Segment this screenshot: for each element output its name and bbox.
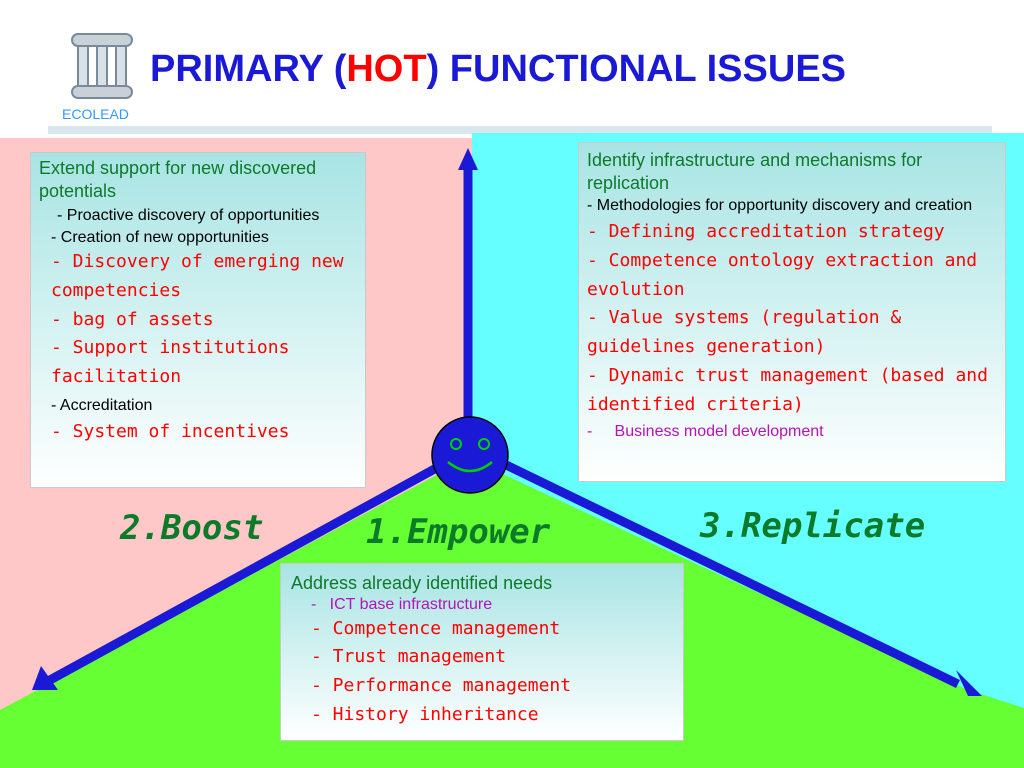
arrow-right-head-icon bbox=[956, 670, 982, 696]
page-title: PRIMARY (HOT) FUNCTIONAL ISSUES bbox=[150, 48, 1020, 91]
header-divider bbox=[48, 126, 992, 134]
replicate-item: - Dynamic trust management (based and id… bbox=[587, 364, 988, 415]
boost-item: - bag of assets bbox=[51, 308, 214, 330]
label-boost: 2.Boost bbox=[120, 508, 264, 548]
arrow-up-head-icon bbox=[458, 148, 478, 170]
logo-text: ECOLEAD bbox=[62, 106, 129, 122]
label-replicate: 3.Replicate bbox=[700, 506, 926, 546]
arrow-right-shaft bbox=[498, 457, 960, 689]
label-empower: 1.Empower bbox=[366, 512, 551, 552]
arrow-left-head-icon bbox=[32, 666, 58, 690]
boost-item: - System of incentives bbox=[51, 420, 290, 442]
replicate-item: - Value systems (regulation & guidelines… bbox=[587, 307, 902, 358]
boost-heading: Extend support for new discovered potent… bbox=[39, 158, 317, 201]
empower-item: - Trust management bbox=[311, 646, 507, 668]
title-part-1: PRIMARY ( bbox=[150, 48, 347, 90]
boost-box: Extend support for new discovered potent… bbox=[30, 152, 366, 488]
boost-item: - Accreditation bbox=[51, 396, 153, 414]
empower-box: Address already identified needs - ICT b… bbox=[280, 563, 684, 741]
replicate-item: - Defining accreditation strategy bbox=[587, 221, 945, 242]
replicate-heading: Identify infrastructure and mechanisms f… bbox=[587, 150, 923, 193]
smiley-face-icon bbox=[431, 416, 509, 494]
empower-item: - Competence management bbox=[311, 617, 561, 639]
replicate-item: - Competence ontology extraction and evo… bbox=[587, 249, 978, 300]
title-part-2: ) FUNCTIONAL ISSUES bbox=[426, 48, 847, 90]
replicate-item: - Methodologies for opportunity discover… bbox=[587, 197, 973, 214]
arrow-left-shaft bbox=[47, 462, 443, 684]
title-hot: HOT bbox=[346, 48, 427, 90]
replicate-box: Identify infrastructure and mechanisms f… bbox=[578, 142, 1006, 482]
replicate-item: - Business model development bbox=[587, 422, 824, 440]
boost-item: - Creation of new opportunities bbox=[51, 229, 269, 246]
empower-heading: Address already identified needs bbox=[291, 573, 553, 593]
boost-item: - Support institutions facilitation bbox=[51, 337, 290, 388]
pillar-logo-icon bbox=[71, 33, 133, 99]
empower-item: - History inheritance bbox=[311, 703, 539, 725]
empower-item: - ICT base infrastructure bbox=[311, 595, 493, 613]
empower-item: - Performance management bbox=[311, 675, 572, 697]
boost-item: - Discovery of emerging new competencies bbox=[51, 251, 344, 301]
boost-item: - Proactive discovery of opportunities bbox=[57, 207, 320, 224]
